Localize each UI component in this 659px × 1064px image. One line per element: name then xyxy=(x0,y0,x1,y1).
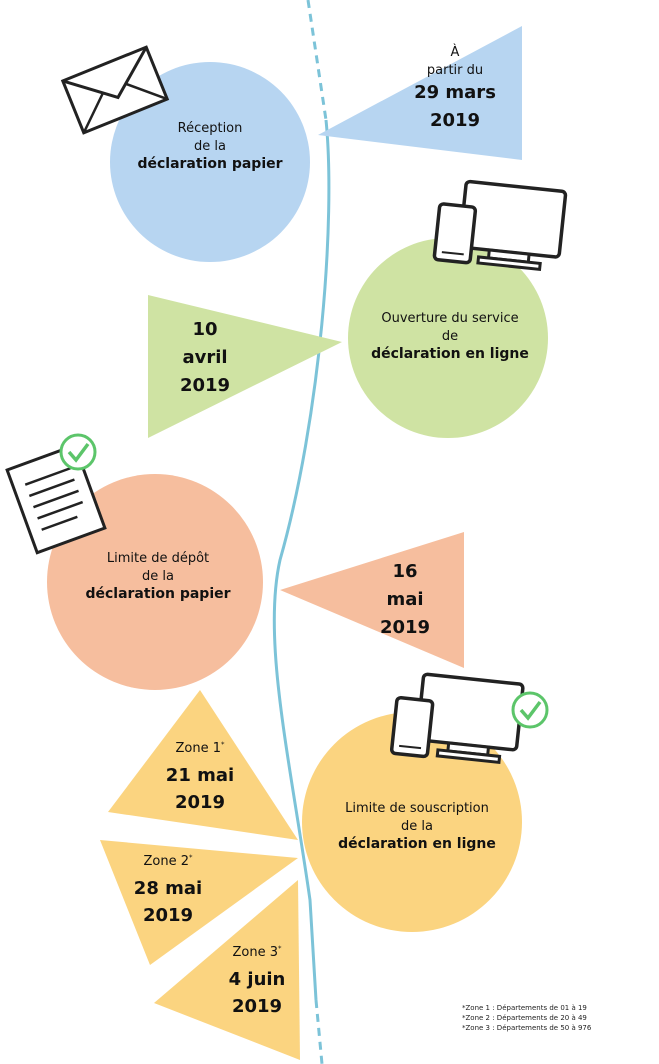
step3-label-line2: de la xyxy=(142,568,174,584)
timeline-dashed-top xyxy=(306,0,328,121)
zone2-triangle xyxy=(100,840,298,965)
step1-label-bold: déclaration papier xyxy=(137,156,283,173)
step4-label-bold: déclaration en ligne xyxy=(338,836,496,853)
step2-date-month: avril xyxy=(182,346,228,368)
zone2-date: 28 mai xyxy=(133,877,203,899)
devices-icon xyxy=(432,179,568,272)
zone1-year: 2019 xyxy=(174,792,226,814)
step1-label-line2: de la xyxy=(194,138,226,154)
timeline-dashed-bottom xyxy=(314,999,324,1064)
step3-date-triangle xyxy=(280,532,464,668)
step1-date-triangle xyxy=(318,26,522,160)
zone3-triangle xyxy=(154,880,300,1060)
zone1-date: 21 mai xyxy=(165,764,235,786)
footnotes: *Zone 1 : Départements de 01 à 19 *Zone … xyxy=(462,1003,591,1033)
zone1-marker: * xyxy=(221,740,225,749)
check-badge-icon xyxy=(511,691,549,729)
step3-label-line1: Limite de dépôt xyxy=(106,551,210,566)
step2-date-year: 2019 xyxy=(179,374,231,396)
step2-label-bold: déclaration en ligne xyxy=(371,346,529,363)
step2-label: Ouverture du service de déclaration en l… xyxy=(350,310,550,364)
zone3-block: Zone 3* 4 juin 2019 xyxy=(202,944,312,1021)
footnote-zone3: *Zone 3 : Départements de 50 à 976 xyxy=(462,1024,592,1033)
step2-label-line2: de xyxy=(441,328,459,344)
step1-date: À partir du 29 mars 2019 xyxy=(380,44,530,135)
step3-date-day: 16 xyxy=(392,561,418,582)
zone2-label: Zone 2* xyxy=(143,853,193,869)
step4-label: Limite de souscription de la déclaration… xyxy=(312,800,522,854)
step3-date-year: 2019 xyxy=(379,616,431,638)
step1-date-day: 29 mars xyxy=(414,82,496,104)
step1-label: Réception de la déclaration papier xyxy=(110,120,310,174)
devices-check-icon xyxy=(389,672,525,764)
timeline-line xyxy=(272,119,331,1001)
step1-label-line1: Réception xyxy=(177,121,243,136)
zone3-year: 2019 xyxy=(231,996,283,1018)
envelope-icon xyxy=(60,45,170,135)
zone3-label: Zone 3* xyxy=(232,944,282,960)
step3-label: Limite de dépôt de la déclaration papier xyxy=(58,550,258,604)
footnote-zone1: *Zone 1 : Départements de 01 à 19 xyxy=(462,1004,587,1012)
step1-circle xyxy=(110,62,310,262)
step2-date-day: 10 xyxy=(192,319,218,340)
zone1-block: Zone 1* 21 mai 2019 xyxy=(140,740,260,817)
zone2-marker: * xyxy=(189,853,193,862)
step2-circle xyxy=(348,238,548,438)
step1-date-prefix2: partir du xyxy=(426,62,484,78)
zone3-marker: * xyxy=(278,944,282,953)
zone2-year: 2019 xyxy=(142,905,194,927)
step1-date-prefix1: À xyxy=(450,45,460,60)
zone3-date: 4 juin xyxy=(228,968,286,990)
step2-label-line1: Ouverture du service xyxy=(381,311,519,326)
step1-date-year: 2019 xyxy=(429,109,481,131)
zone1-label: Zone 1* xyxy=(175,740,225,756)
step4-label-line2: de la xyxy=(401,818,433,834)
zone2-block: Zone 2* 28 mai 2019 xyxy=(108,853,228,930)
step4-label-line1: Limite de souscription xyxy=(345,801,489,816)
zone1-triangle xyxy=(108,690,298,840)
step3-date: 16 mai 2019 xyxy=(345,558,465,642)
footnote-zone2: *Zone 2 : Départements de 20 à 49 xyxy=(462,1014,587,1023)
step2-date: 10 avril 2019 xyxy=(150,316,260,400)
step3-date-month: mai xyxy=(386,588,424,610)
step2-date-triangle xyxy=(148,295,342,438)
document-check-icon xyxy=(5,433,107,555)
step4-circle xyxy=(302,712,522,932)
step3-label-bold: déclaration papier xyxy=(85,586,231,603)
